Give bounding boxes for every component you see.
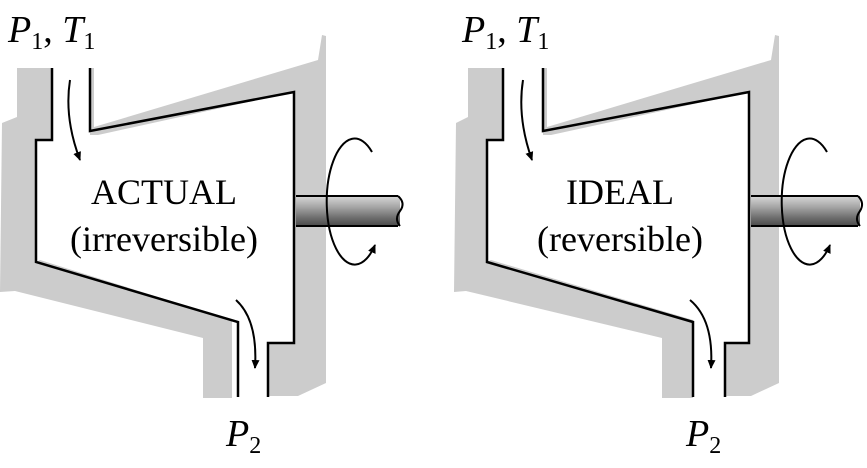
outlet-flow-arrow-actual: [235, 299, 260, 369]
turbine-label-actual: ACTUAL: [91, 172, 237, 212]
turbine-sublabel-actual: (irreversible): [70, 219, 258, 259]
turbine-actual: P1, T1 ACTUAL (irreversible) P2: [0, 9, 404, 459]
shaft-actual: [296, 196, 400, 226]
casing-actual-outline-2: [88, 68, 296, 397]
casing-ideal-top: [543, 35, 779, 396]
rotation-arrow-actual: [325, 137, 376, 266]
inlet-state-label-ideal: P1, T1: [461, 9, 549, 55]
turbine-sublabel-ideal: (reversible): [537, 219, 703, 259]
turbine-label-ideal: IDEAL: [566, 172, 674, 212]
inlet-state-label-actual: P1, T1: [7, 9, 95, 55]
shaft-ideal: [751, 196, 860, 226]
casing-ideal-outline-2: [541, 68, 751, 397]
casing-ideal: [454, 68, 693, 398]
casing-actual: [0, 68, 232, 398]
rotation-arrow-ideal: [780, 137, 831, 266]
casing-actual-outline: [34, 68, 240, 397]
inlet-flow-arrow-actual: [67, 79, 81, 161]
inlet-flow-arrow-ideal: [520, 79, 534, 161]
outlet-flow-arrow-ideal: [689, 299, 716, 369]
casing-ideal-outline: [485, 68, 695, 397]
outlet-state-label-ideal: P2: [685, 413, 721, 459]
turbine-ideal: P1, T1 IDEAL (reversible) P2: [454, 9, 864, 459]
outlet-state-label-actual: P2: [225, 413, 261, 459]
